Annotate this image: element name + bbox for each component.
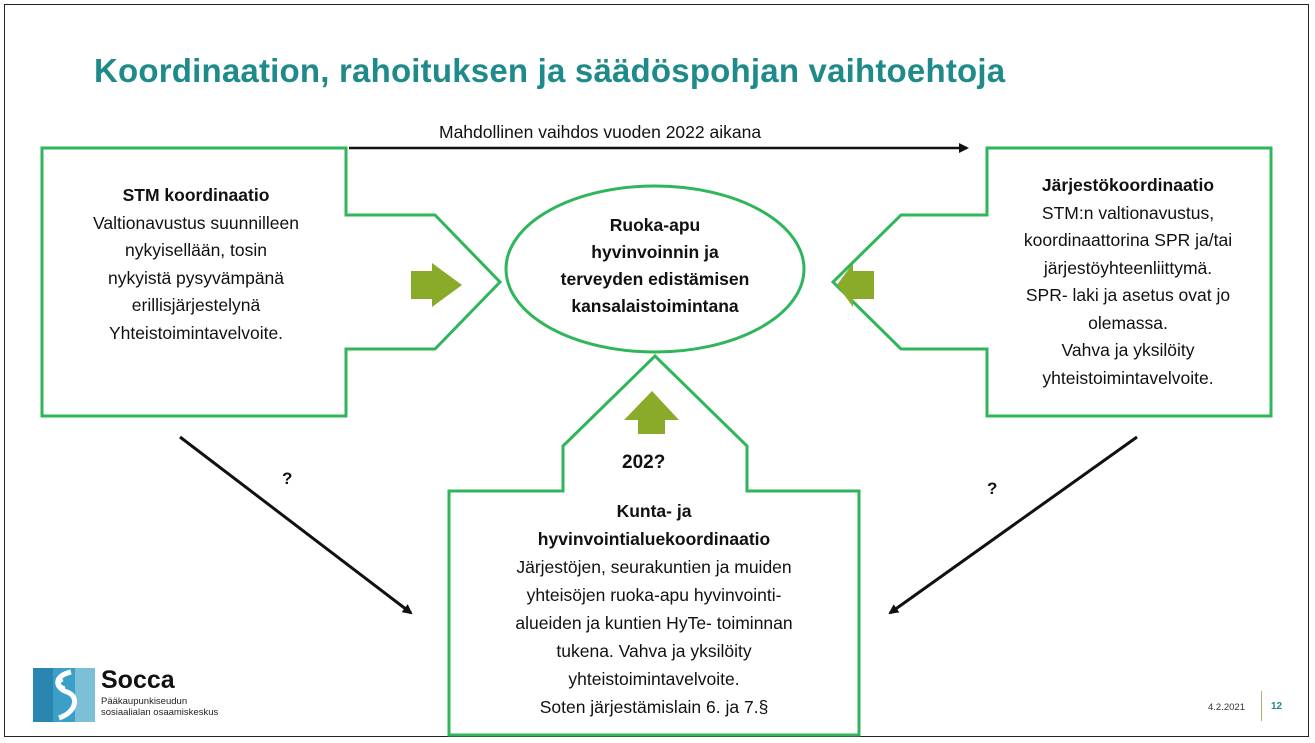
bottom-box-text: Kunta- ja hyvinvointialuekoordinaatio Jä… [452, 497, 856, 721]
left-diagonal-arrow [179, 435, 413, 615]
footer-separator [1261, 691, 1262, 721]
left-box-line: nykyistä pysyvämpänä [107, 267, 285, 288]
logo-sub-line: Pääkaupunkiseudun [101, 696, 188, 707]
bottom-box-line: tukena. Vahva ja yksilöity [556, 641, 752, 661]
left-box-line: Yhteistoimintavelvoite. [108, 322, 284, 343]
right-box-line: STM:n valtionavustus, [1041, 202, 1215, 223]
year-label: 202? [622, 452, 666, 473]
bottom-box-line: yhteisöjen ruoka-apu hyvinvointi- [526, 585, 782, 605]
center-ellipse [504, 184, 806, 354]
left-box-arrow-outline [40, 146, 503, 418]
center-line: kansalaistoimintana [571, 296, 739, 316]
right-box-line: Vahva ja yksilöity [1061, 340, 1195, 360]
center-line: terveyden edistämisen [560, 269, 750, 289]
left-box-text: STM koordinaatio Valtionavustus suunnill… [46, 182, 346, 347]
footer-date: 4.2.2021 [1208, 702, 1245, 713]
right-diagonal-arrow [888, 435, 1138, 615]
small-arrow-right [411, 263, 462, 307]
right-box-line: olemassa. [1088, 312, 1168, 333]
bottom-box-heading: hyvinvointialuekoordinaatio [537, 529, 771, 549]
small-arrow-up [624, 391, 679, 434]
socca-logo-icon [33, 668, 95, 722]
logo-name: Socca [101, 666, 175, 694]
left-box-heading: STM koordinaatio [122, 185, 270, 205]
bottom-box-line: Järjestöjen, seurakuntien ja muiden [516, 557, 792, 577]
right-box-line: järjestöyhteenliittymä. [1043, 257, 1213, 278]
right-box-arrow-outline [830, 146, 1273, 418]
center-line: hyvinvoinnin ja [591, 242, 719, 262]
top-arrow-label: Mahdollinen vaihdos vuoden 2022 aikana [439, 122, 762, 142]
bottom-box-arrow-outline [447, 353, 861, 737]
left-box-line: erillisjärjestelynä [131, 295, 261, 315]
right-box-line: SPR- laki ja asetus ovat jo [1025, 285, 1231, 305]
page-number: 12 [1271, 701, 1283, 712]
slide-title: Koordinaation, rahoituksen ja säädöspohj… [94, 52, 1006, 89]
logo-subtitle: Pääkaupunkiseudun sosiaalialan osaamiske… [101, 696, 218, 718]
right-box-text: Järjestökoordinaatio STM:n valtionavustu… [988, 172, 1268, 392]
question-mark-left: ? [282, 469, 293, 488]
logo-sub-line: sosiaalialan osaamiskeskus [101, 707, 219, 718]
bottom-box-line: yhteistoimintavelvoite. [568, 669, 740, 689]
bottom-box-heading: Kunta- ja [616, 501, 692, 521]
right-box-line: yhteistoimintavelvoite. [1042, 367, 1214, 388]
center-line: Ruoka-apu [609, 215, 701, 235]
bottom-box-line: alueiden ja kuntien HyTe- toiminnan [515, 613, 793, 633]
left-box-line: Valtionavustus suunnilleen [93, 212, 299, 233]
left-box-line: nykyisellään, tosin [124, 240, 268, 260]
small-arrow-left [837, 263, 874, 307]
right-box-line: koordinaattorina SPR ja/tai [1023, 230, 1233, 250]
bottom-box-line: Soten järjestämislain 6. ja 7.§ [539, 697, 769, 717]
center-text: Ruoka-apu hyvinvoinnin ja terveyden edis… [500, 212, 810, 320]
right-box-heading: Järjestökoordinaatio [1041, 175, 1215, 195]
question-mark-right: ? [987, 479, 998, 498]
